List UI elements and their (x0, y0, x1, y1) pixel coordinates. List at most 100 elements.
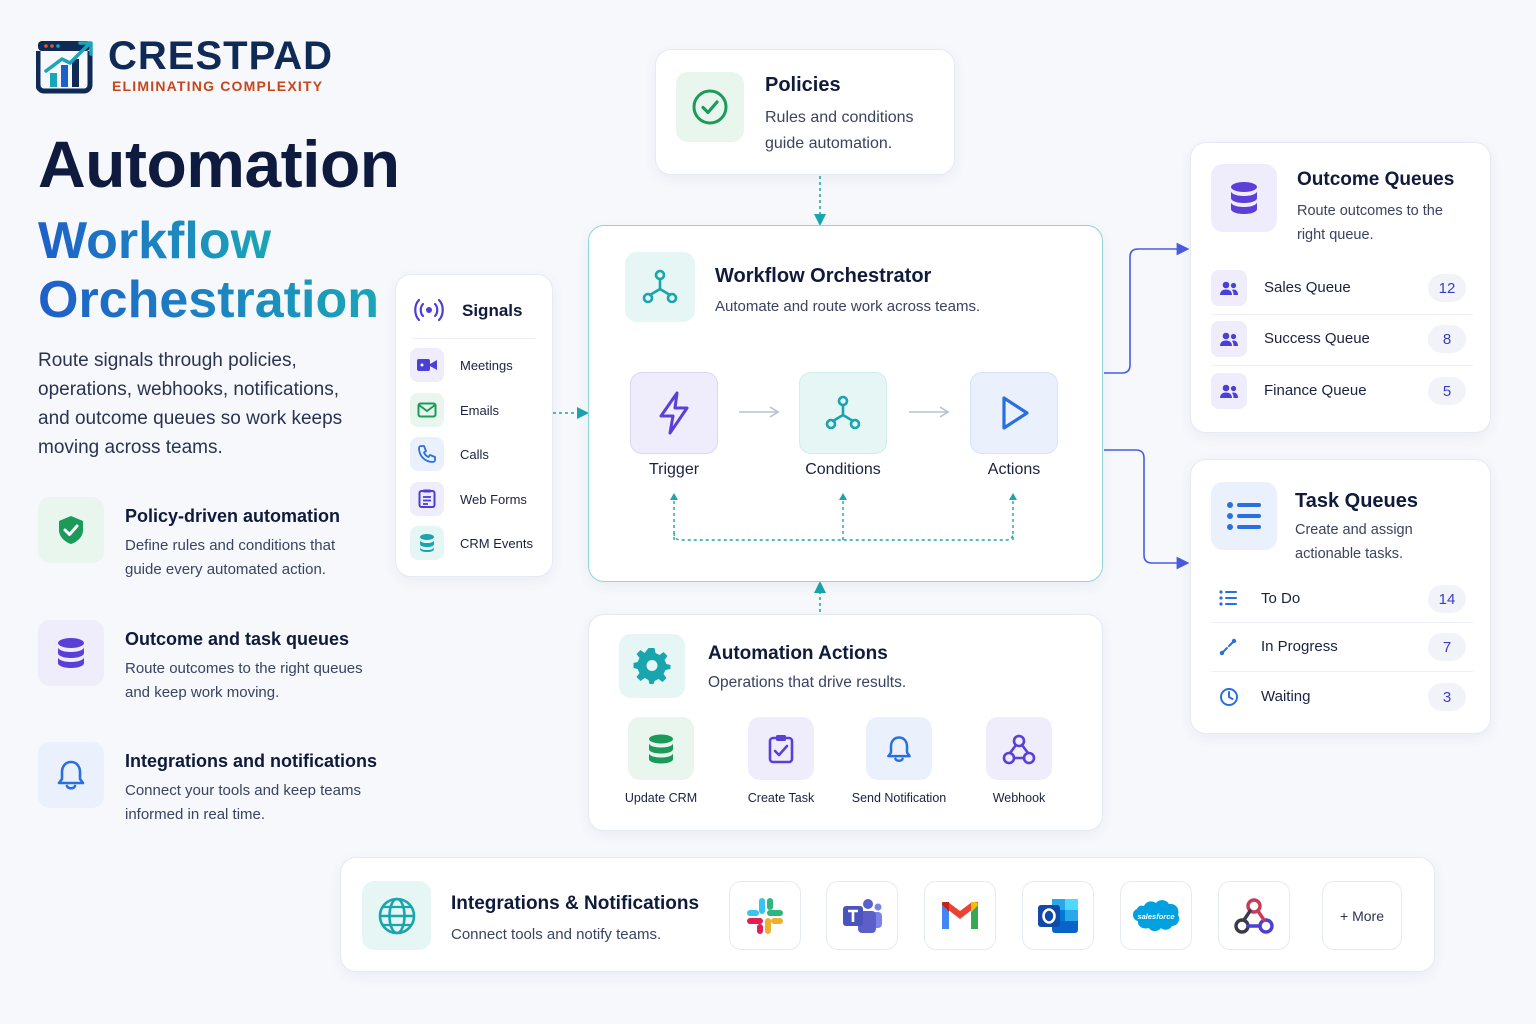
salesforce-icon[interactable]: salesforce (1120, 881, 1192, 950)
mail-icon (410, 393, 444, 427)
queue-count-badge: 5 (1428, 377, 1466, 405)
signal-item[interactable]: Emails (410, 393, 540, 427)
outcome-queues-description: Route outcomes to the right queue. (1297, 203, 1443, 243)
feature-description: Define rules and conditions that guide e… (125, 537, 336, 578)
action-label: Create Task (747, 791, 815, 805)
database-icon (38, 620, 104, 686)
queue-row[interactable]: Finance Queue 5 (1211, 373, 1473, 409)
action-update-crm[interactable]: Update CRM (611, 717, 711, 813)
hero-title: Automation (38, 127, 400, 201)
automation-actions-card: Automation Actions Operations that drive… (588, 614, 1103, 831)
queue-row[interactable]: Sales Queue 12 (1211, 270, 1473, 306)
users-icon (1211, 373, 1247, 409)
queue-row[interactable]: Success Queue 8 (1211, 321, 1473, 357)
workflow-orchestrator-card: Workflow Orchestrator Automate and route… (588, 225, 1103, 582)
task-connector (1104, 449, 1190, 570)
crestpad-logo-icon (36, 37, 96, 94)
action-label: Send Notification (851, 791, 947, 805)
task-label: Waiting (1261, 688, 1311, 705)
task-count-badge: 3 (1428, 683, 1466, 711)
task-divider (1211, 671, 1473, 672)
queue-label: Finance Queue (1264, 382, 1367, 399)
signal-label: Web Forms (460, 492, 527, 507)
outcome-connector (1104, 242, 1190, 374)
queue-count-badge: 12 (1428, 274, 1466, 302)
task-row[interactable]: Waiting 3 (1211, 682, 1473, 712)
step-label: Trigger (648, 461, 700, 478)
task-queues-description: Create and assign actionable tasks. (1295, 522, 1413, 562)
teams-icon[interactable] (826, 881, 898, 950)
integrations-description: Connect tools and notify teams. (451, 926, 662, 943)
task-label: To Do (1261, 590, 1301, 607)
task-row[interactable]: To Do 14 (1211, 584, 1473, 614)
task-count-badge: 14 (1428, 585, 1466, 613)
action-webhook[interactable]: Webhook (969, 717, 1069, 813)
users-icon (1211, 321, 1247, 357)
step-arrow (907, 404, 951, 420)
globe-icon (362, 881, 431, 950)
webhook-icon[interactable] (1218, 881, 1290, 950)
hero-subtitle-line1: Workflow (38, 212, 272, 270)
database-icon (628, 717, 694, 780)
task-row[interactable]: In Progress 7 (1211, 632, 1473, 662)
video-icon (410, 348, 444, 382)
hero-description: Route signals through policies, operatio… (38, 350, 343, 458)
task-queues-title: Task Queues (1295, 490, 1419, 512)
queue-label: Sales Queue (1264, 279, 1351, 296)
bell-icon (866, 717, 932, 780)
automation-actions-title: Automation Actions (708, 643, 888, 664)
phone-icon (410, 437, 444, 471)
clipboard-check-icon (748, 717, 814, 780)
shield-check-icon (38, 497, 104, 563)
action-send-notification[interactable]: Send Notification (839, 717, 959, 813)
slack-icon[interactable] (729, 881, 801, 950)
signal-label: Calls (460, 447, 489, 462)
automation-actions-description: Operations that drive results. (708, 674, 907, 691)
webhook-icon (986, 717, 1052, 780)
feature-description: Connect your tools and keep teams inform… (125, 782, 361, 823)
outlook-icon[interactable] (1022, 881, 1094, 950)
database-icon (410, 526, 444, 560)
feature-description: Route outcomes to the right queues and k… (125, 660, 363, 701)
more-label: + More (1340, 907, 1384, 924)
signal-item[interactable]: Meetings (410, 348, 540, 382)
check-circle-icon (676, 72, 744, 142)
branch-icon (799, 372, 887, 454)
feature-integrations: Integrations and notifications Connect y… (38, 742, 398, 832)
policies-title: Policies (765, 74, 841, 96)
integrations-bar: Integrations & Notifications Connect too… (340, 857, 1435, 972)
broadcast-icon (414, 297, 444, 323)
signal-item[interactable]: Calls (410, 437, 540, 471)
action-create-task[interactable]: Create Task (731, 717, 831, 813)
brand-tagline: ELIMINATING COMPLEXITY (112, 78, 324, 94)
branch-icon (625, 252, 695, 322)
action-label: Webhook (992, 791, 1046, 805)
lightning-icon (630, 372, 718, 454)
list-icon (1219, 590, 1237, 606)
signals-card: Signals Meetings Emails Calls Web Forms … (395, 274, 553, 577)
feedback-loop-lines (670, 493, 1017, 541)
bell-icon (38, 742, 104, 808)
more-integrations-button[interactable]: + More (1322, 881, 1402, 950)
list-icon (1211, 482, 1277, 550)
database-icon (1211, 164, 1277, 232)
policies-description: Rules and conditions guide automation. (765, 109, 914, 152)
step-conditions[interactable]: Conditions (797, 372, 889, 484)
task-divider (1211, 622, 1473, 623)
signal-label: CRM Events (460, 536, 533, 551)
step-label: Conditions (805, 461, 881, 478)
task-count-badge: 7 (1428, 633, 1466, 661)
policies-card[interactable]: Policies Rules and conditions guide auto… (655, 49, 955, 175)
users-icon (1211, 270, 1247, 306)
gmail-icon[interactable] (924, 881, 996, 950)
salesforce-wordmark: salesforce (1137, 912, 1174, 921)
signal-item[interactable]: CRM Events (410, 526, 546, 560)
outcome-queues-title: Outcome Queues (1297, 169, 1455, 190)
task-queues-card: Task Queues Create and assign actionable… (1190, 459, 1491, 734)
step-trigger[interactable]: Trigger (628, 372, 720, 484)
step-actions[interactable]: Actions (968, 372, 1060, 484)
play-icon (970, 372, 1058, 454)
integrations-title: Integrations & Notifications (451, 893, 700, 914)
signal-item[interactable]: Web Forms (410, 482, 540, 516)
brand-logo[interactable]: CRESTPAD ELIMINATING COMPLEXITY (36, 34, 336, 98)
